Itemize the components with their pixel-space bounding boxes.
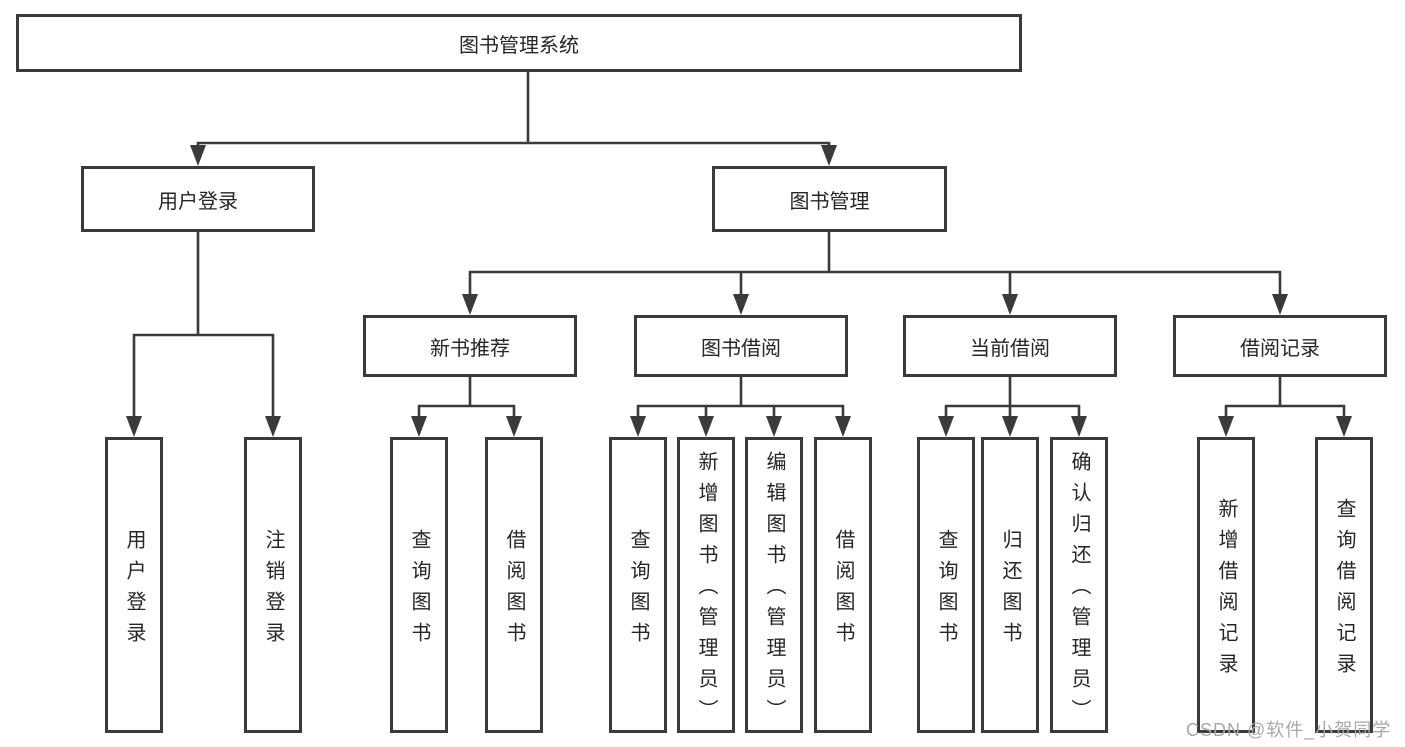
leaf-recommend-query-book-label: 查询图书: [408, 528, 430, 653]
leaf-confirm-return-admin-label: 确认归还（管理员）: [1068, 451, 1090, 730]
leaf-borrow-borrow-book: 借阅图书: [814, 437, 872, 733]
connector-book-borrow-to-leaves: [630, 376, 851, 437]
node-borrow-records: 借阅记录: [1173, 315, 1387, 377]
node-root-label: 图书管理系统: [459, 34, 579, 57]
leaf-recommend-borrow-book: 借阅图书: [485, 437, 543, 733]
leaf-query-borrow-record-label: 查询借阅记录: [1333, 497, 1355, 684]
leaf-return-book-label: 归还图书: [999, 528, 1021, 653]
leaf-add-borrow-record: 新增借阅记录: [1197, 437, 1255, 733]
node-new-book-recommend-label: 新书推荐: [430, 337, 510, 360]
leaf-confirm-return-admin: 确认归还（管理员）: [1050, 437, 1108, 733]
connector-book-management-to-level3: [462, 231, 1288, 315]
leaf-return-book: 归还图书: [981, 437, 1039, 733]
leaf-edit-book-admin-label: 编辑图书（管理员）: [763, 451, 785, 730]
node-new-book-recommend: 新书推荐: [363, 315, 577, 377]
node-root: 图书管理系统: [16, 14, 1022, 72]
leaf-recommend-query-book: 查询图书: [390, 437, 448, 733]
leaf-borrow-query-book: 查询图书: [609, 437, 667, 733]
node-current-borrow: 当前借阅: [903, 315, 1117, 377]
leaf-user-login: 用户登录: [105, 437, 163, 733]
connector-current-borrow-to-leaves: [938, 376, 1087, 437]
connector-borrow-records-to-leaves: [1218, 376, 1352, 437]
node-book-borrow-label: 图书借阅: [701, 337, 781, 360]
leaf-query-borrow-record: 查询借阅记录: [1315, 437, 1373, 733]
leaf-logout: 注销登录: [244, 437, 302, 733]
leaf-logout-label: 注销登录: [262, 528, 284, 653]
leaf-current-query-book-label: 查询图书: [935, 528, 957, 653]
node-user-login-label: 用户登录: [158, 190, 238, 213]
node-user-login: 用户登录: [81, 166, 315, 232]
csdn-watermark: CSDN @软件_小贺同学: [1186, 720, 1392, 740]
node-book-management-label: 图书管理: [789, 190, 870, 213]
node-current-borrow-label: 当前借阅: [970, 337, 1050, 360]
connector-user-login-to-leaves: [126, 231, 281, 437]
node-book-borrow: 图书借阅: [634, 315, 848, 377]
leaf-borrow-query-book-label: 查询图书: [627, 528, 649, 653]
leaf-borrow-borrow-book-label: 借阅图书: [832, 528, 854, 653]
connector-root-to-level2: [190, 72, 837, 166]
node-book-management: 图书管理: [712, 166, 947, 232]
leaf-add-borrow-record-label: 新增借阅记录: [1215, 497, 1237, 684]
leaf-recommend-borrow-book-label: 借阅图书: [503, 528, 525, 653]
node-borrow-records-label: 借阅记录: [1240, 337, 1320, 360]
leaf-add-book-admin-label: 新增图书（管理员）: [695, 451, 717, 730]
leaf-add-book-admin: 新增图书（管理员）: [677, 437, 735, 733]
leaf-current-query-book: 查询图书: [917, 437, 975, 733]
leaf-user-login-label: 用户登录: [123, 528, 145, 653]
connector-new-book-recommend-to-leaves: [411, 376, 522, 437]
leaf-edit-book-admin: 编辑图书（管理员）: [745, 437, 803, 733]
